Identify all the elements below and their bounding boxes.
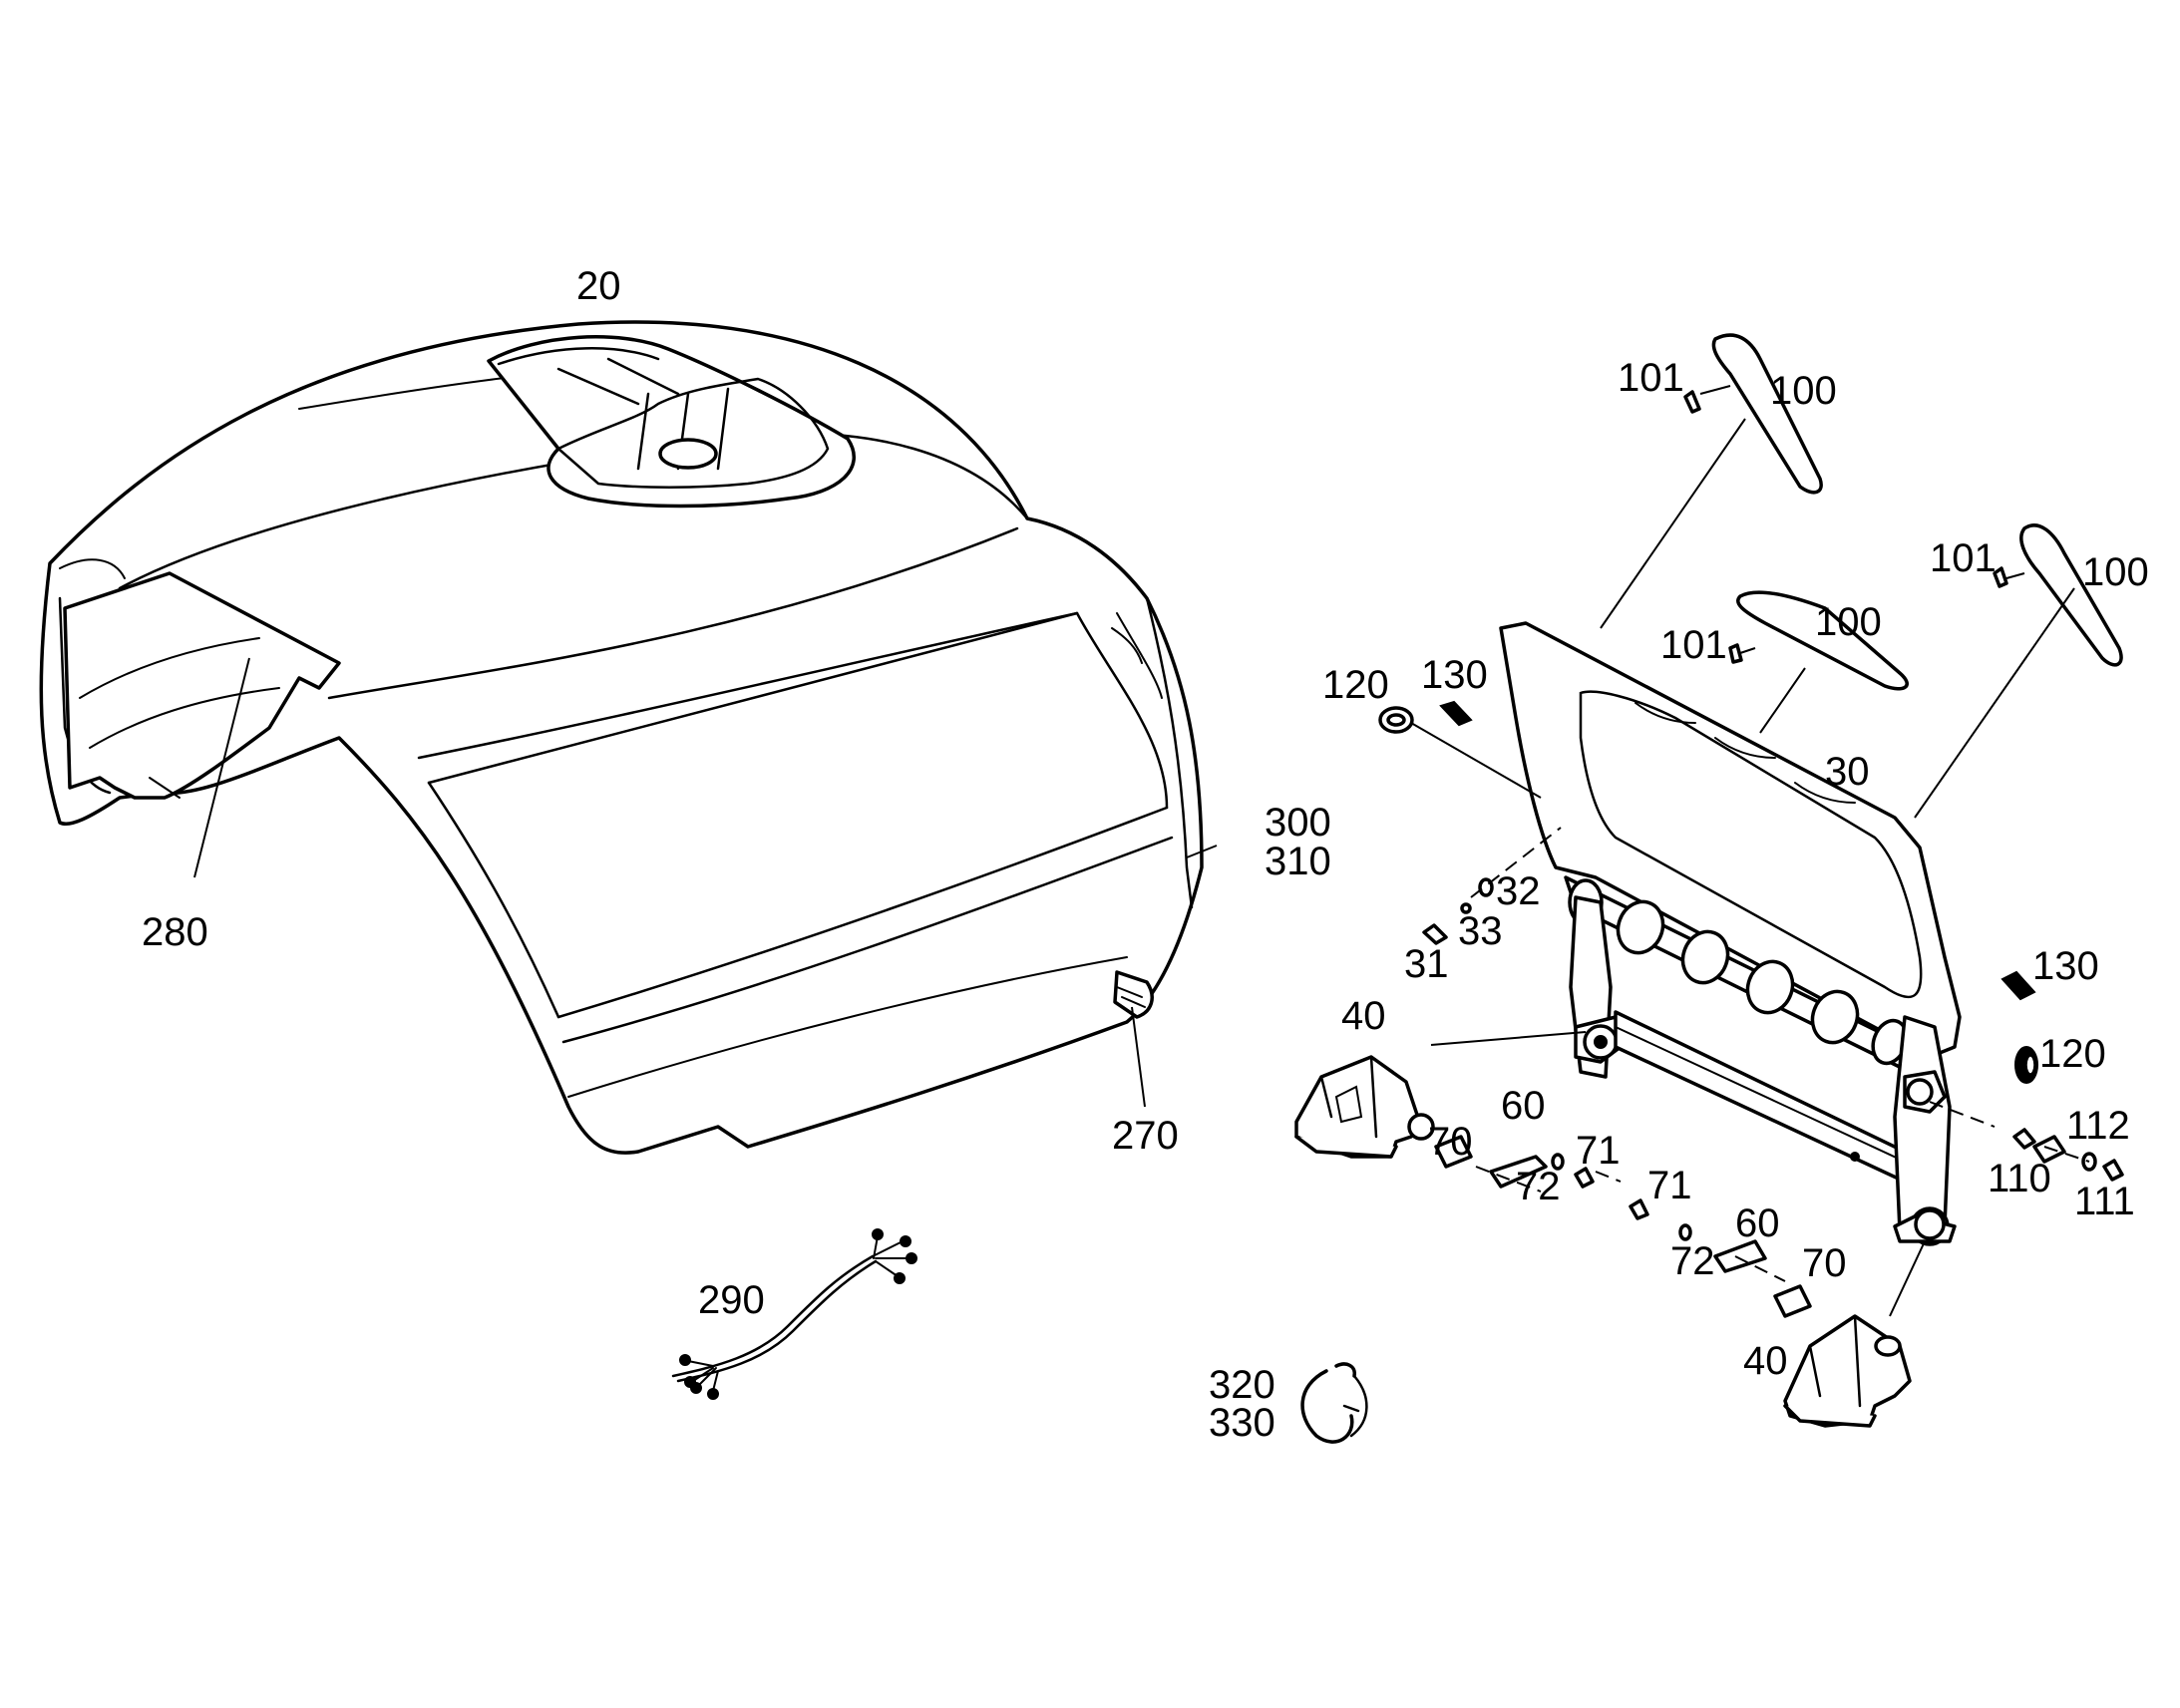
callout-270: 270 [1112,1114,1179,1158]
grommet-120-right [2014,1046,2038,1084]
callout-100-a: 100 [1770,369,1837,413]
grommet-120-left [1378,706,1414,734]
callout-31: 31 [1404,942,1449,986]
spacer-strip-100-right [2019,523,2123,667]
mounting-bracket-30 [1499,621,1962,1246]
air-intake-scoop [487,335,856,509]
hinge-bracket-40-right [1783,1314,1912,1428]
callout-320: 320 [1209,1363,1275,1407]
callout-32: 32 [1496,869,1541,913]
bolt-71-left [1574,1167,1595,1189]
callout-30: 30 [1825,750,1870,794]
washer-72-left [1551,1153,1565,1171]
callout-120-left: 120 [1322,663,1389,707]
bushing-70-left [1434,1135,1473,1169]
bushing-70-right [1773,1284,1812,1318]
callout-71-left: 71 [1576,1129,1621,1173]
callout-101-b: 101 [1930,536,1997,580]
callout-130-right: 130 [2032,944,2099,988]
callout-72-right: 72 [1670,1239,1715,1283]
bolt-31 [1422,923,1448,945]
callout-60-right: 60 [1735,1201,1780,1245]
wire-harness-290 [671,1228,917,1400]
hose-clamp-320-330 [1300,1362,1368,1444]
screw-101-c [1728,643,1743,664]
callout-112: 112 [2066,1104,2130,1148]
callout-20: 20 [576,264,621,308]
callout-330: 330 [1209,1401,1275,1445]
callout-40-left: 40 [1341,994,1386,1038]
washer-33 [1460,902,1472,914]
screw-101-b [1993,566,2008,588]
washer-72-right [1678,1223,1692,1241]
callout-33: 33 [1458,909,1503,953]
side-flap-280 [63,571,341,800]
hood-latch-270 [1113,970,1154,1019]
callout-100-b: 100 [2082,550,2149,594]
callout-120-right: 120 [2039,1032,2106,1076]
spring-130-right [2000,970,2036,1001]
callout-130-left: 130 [1421,653,1488,697]
callout-70-left: 70 [1428,1120,1473,1164]
spacer-strip-100-middle [1736,590,1909,691]
callout-labels: 20 280 300 310 270 290 320 330 101 100 1… [142,264,2149,1445]
callout-71-right: 71 [1647,1164,1692,1207]
callout-310: 310 [1265,840,1331,883]
callout-290: 290 [698,1278,765,1322]
callout-110: 110 [1988,1157,2051,1200]
callout-111: 111 [2074,1180,2135,1223]
callout-300: 300 [1265,801,1331,845]
callout-60-left: 60 [1501,1084,1546,1128]
callout-101-a: 101 [1618,356,1684,400]
bolt-111 [2102,1159,2124,1182]
callout-100-c: 100 [1815,600,1882,644]
bolt-110 [2012,1128,2036,1150]
spacer-strip-100-top [1711,333,1823,495]
pin-60-left [1489,1155,1548,1189]
spring-130-left [1439,700,1473,727]
callout-40-right: 40 [1743,1339,1788,1383]
callout-280: 280 [142,910,208,954]
bolt-71-right [1629,1198,1649,1220]
callout-101-c: 101 [1660,623,1727,667]
callout-72-left: 72 [1516,1165,1561,1208]
screw-101-a [1683,390,1701,414]
pin-60-right [1713,1239,1767,1273]
leader-lines [193,385,2090,1317]
callout-70-right: 70 [1802,1241,1847,1285]
hinge-bracket-40-left [1294,1055,1435,1159]
